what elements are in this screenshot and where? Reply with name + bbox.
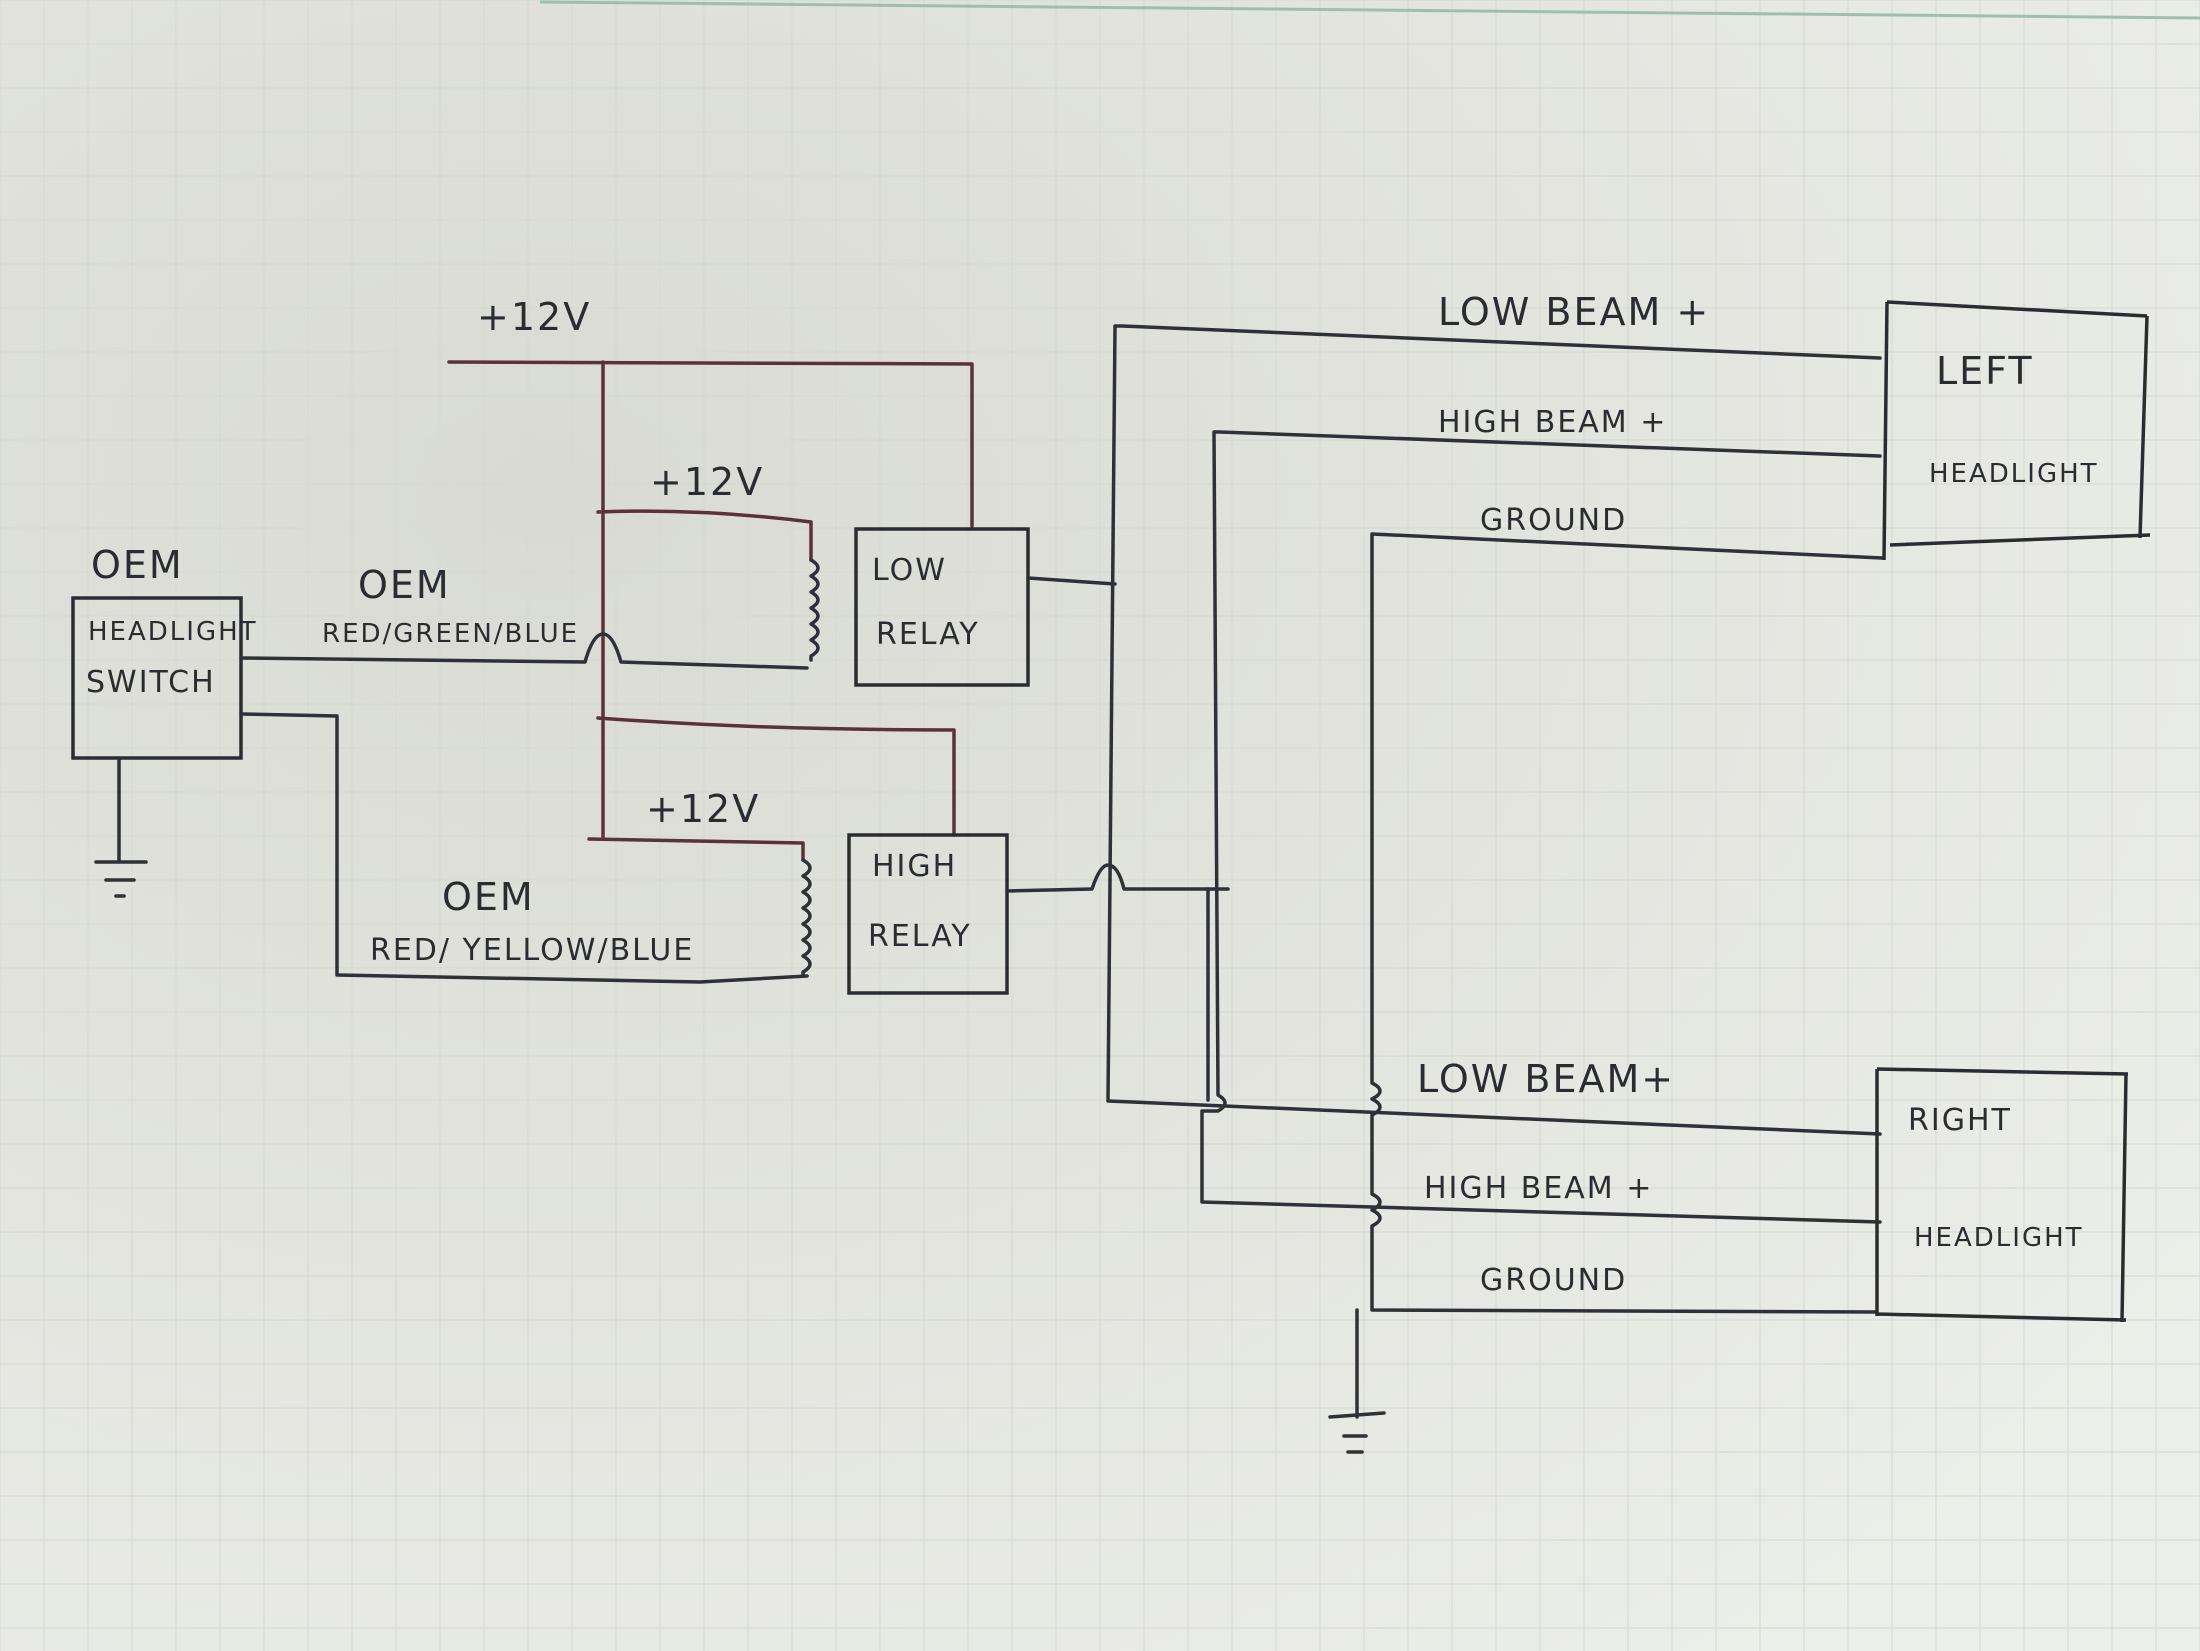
left-headlight: LOW BEAM + HIGH BEAM + GROUND LEFT HEADL…	[1438, 290, 2151, 561]
high-signal-oem-label: OEM	[442, 875, 535, 919]
high-coil-supply-label: +12V	[646, 787, 760, 831]
low-signal-wire: OEM RED/GREEN/BLUE	[239, 563, 809, 670]
headlight-switch-oem-label: OEM	[91, 543, 184, 587]
high-relay-label-2: RELAY	[868, 919, 972, 954]
left-ground-label: GROUND	[1480, 503, 1627, 538]
right-high-beam-label: HIGH BEAM +	[1424, 1171, 1653, 1206]
right-headlight-label-2: HEADLIGHT	[1914, 1223, 2084, 1253]
ground-icon	[1328, 1411, 1386, 1454]
right-low-beam-label: LOW BEAM+	[1417, 1057, 1675, 1101]
ground-icon	[94, 860, 148, 898]
left-high-beam-label: HIGH BEAM +	[1438, 405, 1667, 440]
high-relay-label-1: HIGH	[872, 849, 957, 884]
high-beam-wiring	[1005, 430, 1882, 1224]
paper-edge	[539, 0, 2200, 20]
low-coil-circuit: +12V	[596, 460, 820, 662]
high-signal-wire: OEM RED/ YELLOW/BLUE	[239, 712, 809, 984]
supply-label: +12V	[477, 295, 591, 339]
headlight-switch: OEM HEADLIGHT SWITCH	[71, 543, 258, 898]
low-relay-coil	[809, 558, 820, 662]
right-headlight: LOW BEAM+ HIGH BEAM + GROUND RIGHT HEADL…	[1417, 1057, 2129, 1323]
low-beam-wiring	[1026, 324, 1882, 1136]
low-signal-color-label: RED/GREEN/BLUE	[322, 619, 579, 649]
low-relay: LOW RELAY	[854, 527, 1030, 687]
left-headlight-label-1: LEFT	[1936, 349, 2034, 393]
high-coil-circuit: +12V	[587, 716, 956, 977]
left-low-beam-label: LOW BEAM +	[1438, 290, 1710, 334]
left-headlight-label-2: HEADLIGHT	[1929, 459, 2099, 489]
low-signal-oem-label: OEM	[358, 563, 451, 607]
right-headlight-label-1: RIGHT	[1908, 1103, 2012, 1138]
headlight-switch-label-1: HEADLIGHT	[88, 617, 258, 647]
high-signal-color-label: RED/ YELLOW/BLUE	[370, 933, 694, 968]
low-coil-supply-label: +12V	[650, 460, 764, 504]
low-relay-label-1: LOW	[872, 553, 947, 588]
high-relay-coil	[801, 858, 812, 977]
right-ground-label: GROUND	[1480, 1263, 1627, 1298]
headlight-switch-label-2: SWITCH	[86, 665, 216, 700]
supply-rail: +12V	[447, 295, 974, 841]
ground-wiring	[1328, 532, 1884, 1454]
high-relay: HIGH RELAY	[847, 833, 1009, 995]
low-relay-label-2: RELAY	[876, 617, 980, 652]
